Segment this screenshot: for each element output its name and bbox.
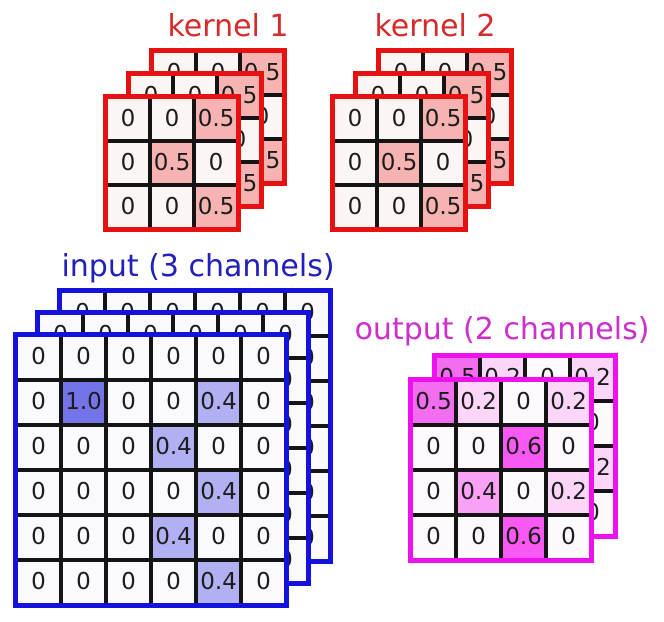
input-cell: 0 [108,427,149,468]
output-title: output (2 channels) [354,312,650,347]
input-cell: 0 [198,337,239,378]
kernel1-cell: 0 [152,99,192,139]
input-cell: 0 [108,517,149,558]
input-cell: 1.0 [63,382,104,423]
kernel2-cell: 0.5 [423,99,463,139]
input-cell: 0 [18,562,59,603]
output-cell: 0.4 [458,472,499,513]
output-cell: 0 [548,427,589,468]
input-cell: 0 [63,517,104,558]
output-cell: 0 [503,472,544,513]
input-cell: 0 [153,382,194,423]
kernel1-cell: 0 [152,187,192,227]
kernel2-cell: 0 [379,187,419,227]
input-cell: 0 [243,472,284,513]
kernel1-stack: 000.500.50000.5000.500.50000.5000.500.50… [103,48,288,233]
input-cell: 0 [243,337,284,378]
kernel2-cell: 0 [423,143,463,183]
kernel2-cell: 0 [379,99,419,139]
input-cell: 0 [63,562,104,603]
output-cell: 0 [503,382,544,423]
input-cell: 0.4 [198,562,239,603]
kernel2-stack: 000.500.50000.5000.500.50000.5000.500.50… [330,48,515,233]
input-cell: 0 [243,382,284,423]
output-cell: 0.5 [413,382,454,423]
kernel1-title: kernel 1 [167,9,289,44]
output-cell: 0.6 [503,517,544,558]
input-cell: 0 [198,427,239,468]
input-cell: 0 [18,382,59,423]
input-cell: 0 [153,472,194,513]
input-cell: 0 [153,337,194,378]
input-cell: 0 [18,517,59,558]
input-cell: 0 [108,337,149,378]
input-cell: 0.4 [198,472,239,513]
output-cell: 0.2 [458,382,499,423]
input-cell: 0 [63,337,104,378]
input-cell: 0.4 [198,382,239,423]
kernel1-cell: 0.5 [152,143,192,183]
output-cell: 0 [458,427,499,468]
input-cell: 0 [243,562,284,603]
output-cell: 0.2 [548,382,589,423]
input-cell: 0 [198,517,239,558]
output-cell: 0 [413,472,454,513]
output-cell: 0 [413,427,454,468]
output-cell: 0 [548,517,589,558]
output-cell: 0 [458,517,499,558]
input-cell: 0 [108,472,149,513]
output-cell: 0.6 [503,427,544,468]
input-cell: 0.4 [153,427,194,468]
kernel2-cell: 0 [335,143,375,183]
output-cell: 0.2 [548,472,589,513]
input-cell: 0 [243,517,284,558]
input-cell: 0.4 [153,517,194,558]
kernel2-cell: 0.5 [379,143,419,183]
input-title: input (3 channels) [61,249,335,284]
kernel1-cell: 0 [108,187,148,227]
input-cell: 0 [18,427,59,468]
output-channels-stack: 0.50.200.2000.6000.400.2000.600.50.200.2… [408,353,619,564]
kernel2-cell: 0 [335,99,375,139]
input-cell: 0 [153,562,194,603]
output-cell: 0 [413,517,454,558]
input-cell: 0 [108,382,149,423]
input-cell: 0 [63,472,104,513]
kernel1-cell: 0 [108,99,148,139]
kernel1-cell: 0.5 [196,99,236,139]
input-cell: 0 [63,427,104,468]
kernel1-cell: 0 [108,143,148,183]
input-cell: 0 [108,562,149,603]
kernel2-title: kernel 2 [374,9,496,44]
kernel2-cell: 0.5 [423,187,463,227]
kernel2-cell: 0 [335,187,375,227]
input-cell: 0 [18,472,59,513]
input-cell: 0 [243,427,284,468]
input-cell: 0 [18,337,59,378]
kernel1-cell: 0 [196,143,236,183]
input-channels-stack: 0000000000000000000000000000000000000000… [13,288,334,609]
kernel1-cell: 0.5 [196,187,236,227]
